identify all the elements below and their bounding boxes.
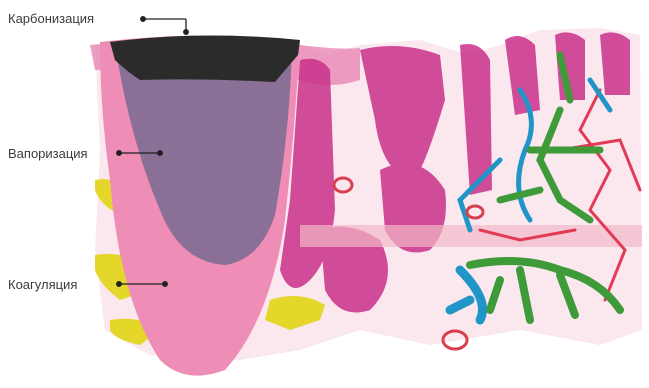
label-carbonization: Карбонизация [8,11,94,26]
carbonization-layer [110,35,300,82]
label-coagulation: Коагуляция [8,277,77,292]
label-vaporization: Вапоризация [8,146,88,161]
